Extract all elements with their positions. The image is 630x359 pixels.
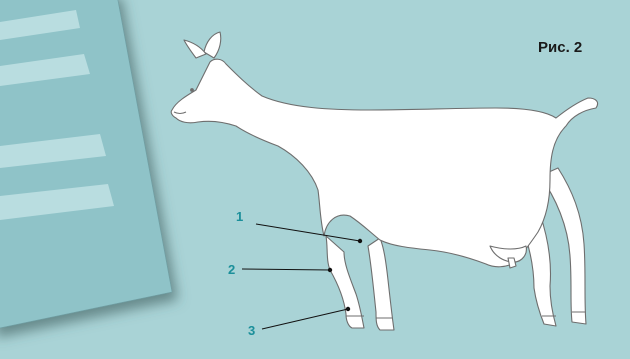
callout-number-2: 2 [228, 262, 235, 277]
callout-number-3: 3 [248, 323, 255, 338]
callout-number-1: 1 [236, 209, 243, 224]
figure-caption: Рис. 2 [538, 39, 582, 56]
